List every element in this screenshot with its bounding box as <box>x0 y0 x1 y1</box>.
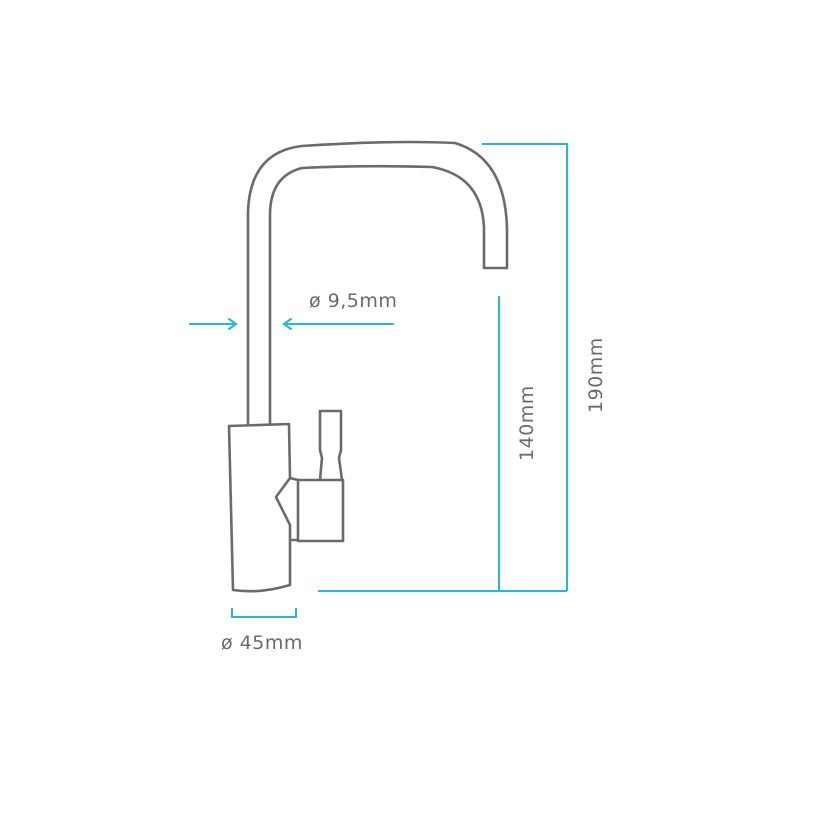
spout-diameter-arrowhead-right <box>282 318 292 330</box>
faucet-lever-connector <box>288 476 300 542</box>
faucet-outline <box>227 140 509 593</box>
base-diameter-bracket <box>231 608 297 618</box>
faucet-spout <box>246 140 509 426</box>
total-height-label: 190mm <box>585 337 607 413</box>
spout-diameter-label: ø 9,5mm <box>309 290 397 312</box>
faucet-lever-handle <box>318 409 344 482</box>
faucet-body <box>227 422 292 593</box>
spout-diameter-arrowhead-left <box>228 318 238 330</box>
spout-clearance-label: 140mm <box>516 385 538 461</box>
base-diameter-label: ø 45mm <box>221 632 303 654</box>
faucet-lever-housing <box>296 478 345 543</box>
dimension-lines <box>189 143 568 618</box>
total-height-bracket <box>482 143 568 591</box>
